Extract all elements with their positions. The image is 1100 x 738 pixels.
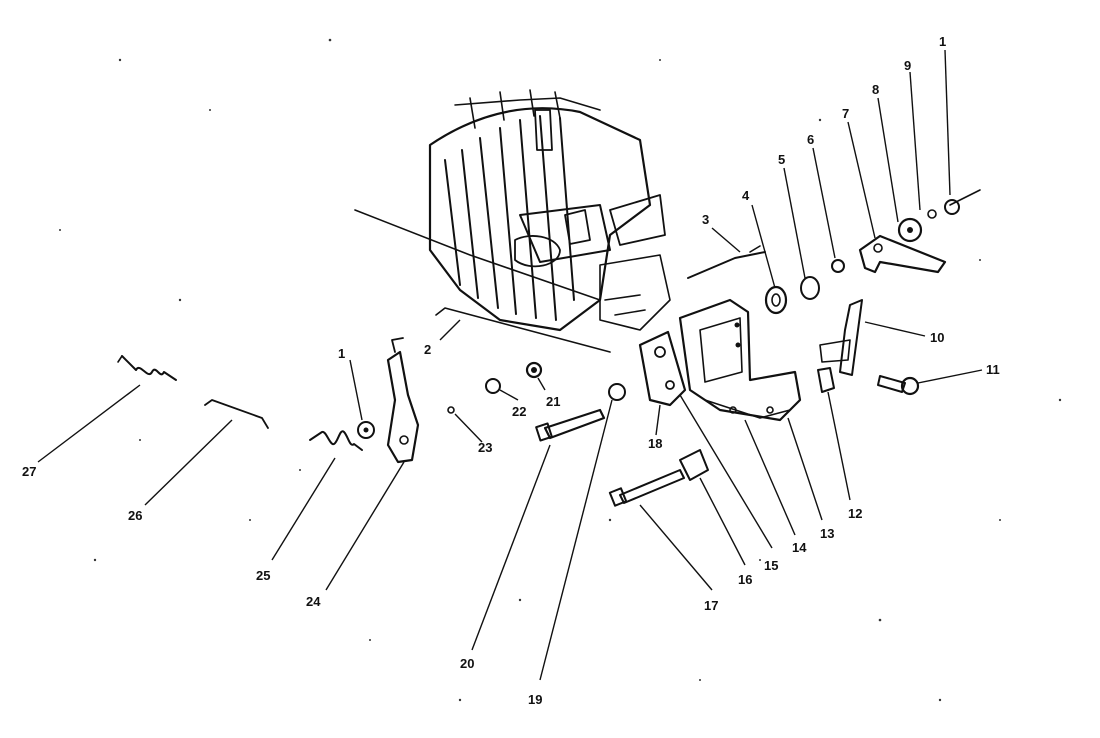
label-23: 23 <box>478 440 492 455</box>
label-16: 16 <box>738 572 752 587</box>
label-5: 5 <box>778 152 785 167</box>
label-13: 13 <box>820 526 834 541</box>
part-labels: 1 9 8 7 6 5 4 3 2 1 10 11 12 13 14 15 16… <box>22 34 1000 707</box>
bracket-10 <box>819 299 863 376</box>
label-27: 27 <box>22 464 36 479</box>
spring-25 <box>309 430 363 451</box>
label-1-top: 1 <box>939 34 946 49</box>
label-10: 10 <box>930 330 944 345</box>
label-22: 22 <box>512 404 526 419</box>
label-1-left: 1 <box>338 346 345 361</box>
washers-bushings <box>357 199 960 439</box>
throttle-lever <box>386 337 420 464</box>
clamp-16 <box>679 449 709 481</box>
label-9: 9 <box>904 58 911 73</box>
leader-lines <box>37 49 983 681</box>
print-specks <box>59 38 1062 702</box>
screws <box>535 375 920 507</box>
rod-3 <box>687 245 766 279</box>
throttle-arm-7 <box>858 189 981 274</box>
label-7: 7 <box>842 106 849 121</box>
spring-27 <box>117 355 177 381</box>
label-4: 4 <box>742 188 750 203</box>
label-8: 8 <box>872 82 879 97</box>
clip-12 <box>817 367 835 393</box>
label-6: 6 <box>807 132 814 147</box>
governor-lever <box>638 330 687 407</box>
label-2: 2 <box>424 342 431 357</box>
label-17: 17 <box>704 598 718 613</box>
engine-cylinder <box>354 89 671 332</box>
label-26: 26 <box>128 508 142 523</box>
governor-bracket <box>678 298 802 422</box>
label-24: 24 <box>306 594 321 609</box>
label-18: 18 <box>648 436 662 451</box>
label-19: 19 <box>528 692 542 707</box>
label-21: 21 <box>546 394 560 409</box>
label-25: 25 <box>256 568 270 583</box>
link-rod-26 <box>204 399 269 429</box>
label-20: 20 <box>460 656 474 671</box>
link-13-14 <box>704 399 791 419</box>
label-11: 11 <box>986 362 1000 377</box>
label-15: 15 <box>764 558 778 573</box>
label-3: 3 <box>702 212 709 227</box>
label-14: 14 <box>792 540 807 555</box>
rod-2 <box>435 307 611 353</box>
label-12: 12 <box>848 506 862 521</box>
